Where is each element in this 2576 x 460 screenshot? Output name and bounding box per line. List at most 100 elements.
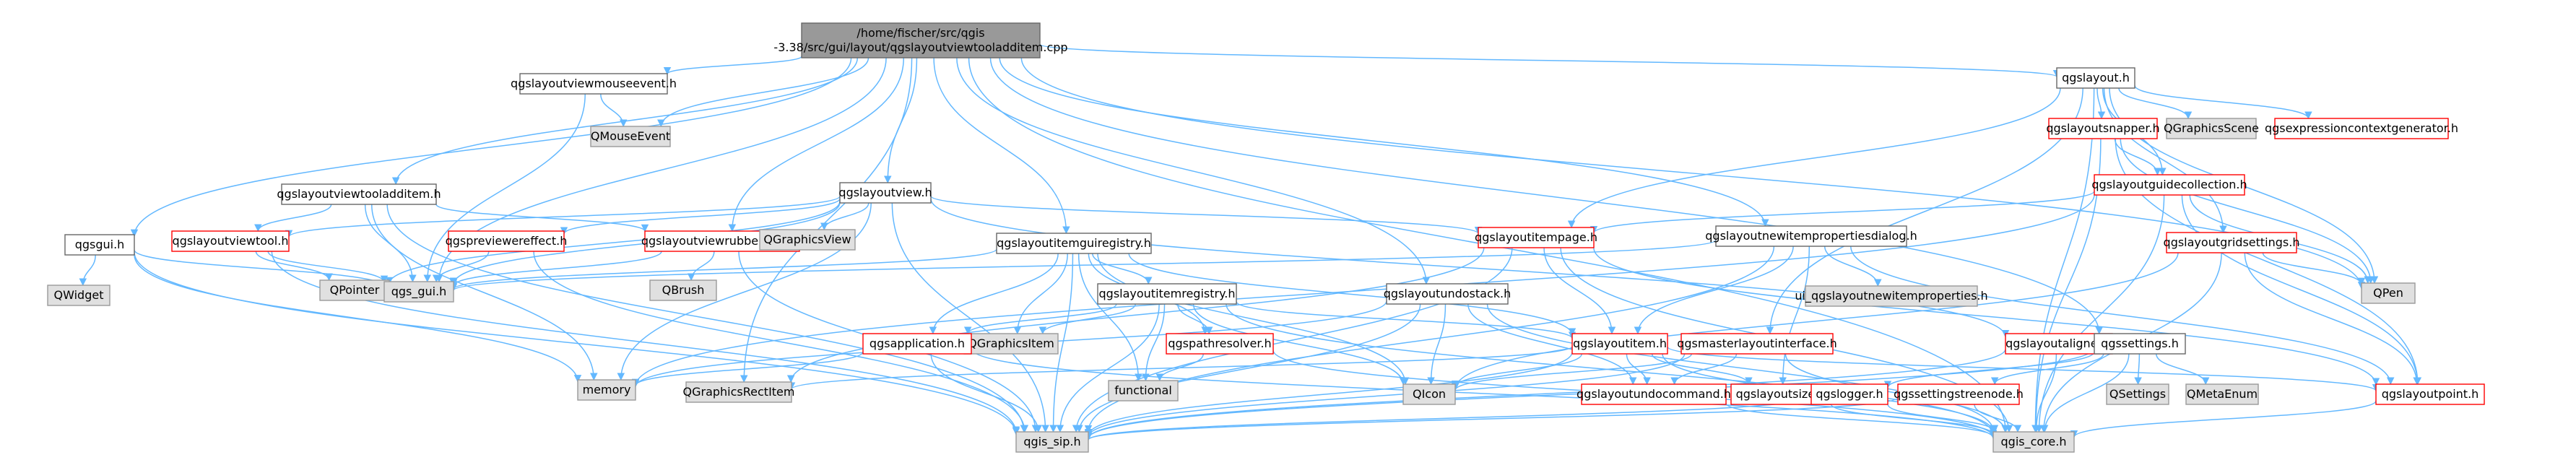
node-layout_h[interactable]: qgslayout.h <box>2056 67 2135 89</box>
node-qgssettings_h[interactable]: qgssettings.h <box>2094 333 2186 355</box>
node-box-previeweffect_h <box>448 230 565 252</box>
edge-settingstreenode_h-to-qgis_core_h <box>1974 404 2022 433</box>
node-label-logger_h-0: qgslogger.h <box>1816 387 1883 401</box>
edge-itemguiregistry_h-to-itemregistry_h <box>1092 253 1153 285</box>
node-label-gridsettings_h-0: qgslayoutgridsettings.h <box>2164 235 2300 249</box>
node-memory[interactable]: memory <box>577 379 636 401</box>
edge-itemguiregistry_h-to-qicon <box>1097 253 1410 386</box>
node-itempage_h[interactable]: qgslayoutitempage.h <box>1475 227 1597 248</box>
edge-layoutitem_h-to-undocommand_h <box>1626 353 1651 386</box>
node-label-root-1: -3.38/src/gui/layout/qgslayoutviewtoolad… <box>773 40 1067 54</box>
node-masterlayout_h[interactable]: qgsmasterlayoutinterface.h <box>1677 333 1837 355</box>
edge-layoutsize_h-to-qgis_core_h <box>1830 403 1998 435</box>
node-itemregistry_h[interactable]: qgslayoutitemregistry.h <box>1097 283 1237 305</box>
node-label-layoutpoint_h-0: qgslayoutpoint.h <box>2382 387 2479 401</box>
node-qgraphicsrectitem[interactable]: QGraphicsRectItem <box>683 381 795 403</box>
node-qgis_core_h[interactable]: qgis_core.h <box>1992 431 2075 453</box>
node-qgraphicsview[interactable]: QGraphicsView <box>759 229 856 251</box>
node-label-undostack_h-0: qgslayoutundostack.h <box>1384 287 1512 300</box>
node-qbrush[interactable]: QBrush <box>649 279 717 301</box>
edge-qgssettings_h-to-logger_h <box>1883 351 2095 389</box>
node-label-root-0: /home/fischer/src/qgis <box>857 26 984 40</box>
edge-guidecollection_h-to-memory <box>631 194 2095 387</box>
node-box-qgraphicsitem <box>963 333 1059 355</box>
edge-itemguiregistry_h-to-functional <box>1077 253 1142 382</box>
edge-newitemprops_h-to-qgs_gui_h <box>450 239 1717 292</box>
edge-logger_h-to-qgis_core_h <box>1887 404 1999 433</box>
edge-root-to-newitemprops_h <box>999 57 1769 227</box>
node-label-layoutitem_h-0: qgslayoutitem.h <box>1573 337 1667 350</box>
edge-aligner_h-to-qgis_sip_h <box>1084 349 2006 440</box>
node-previeweffect_h[interactable]: qgspreviewereffect.h <box>446 230 568 252</box>
node-undostack_h[interactable]: qgslayoutundostack.h <box>1384 283 1512 305</box>
node-newitemprops_h[interactable]: qgslayoutnewitempropertiesdialog.h <box>1705 225 1917 247</box>
node-label-exprctxgen_h-0: qgsexpressioncontextgenerator.h <box>2265 121 2458 135</box>
node-box-snapper_h <box>2048 118 2158 139</box>
node-qwidget[interactable]: QWidget <box>47 285 110 306</box>
node-label-layoutview_h-0: qgslayoutview.h <box>838 186 932 199</box>
node-snapper_h[interactable]: qgslayoutsnapper.h <box>2046 118 2160 139</box>
node-layoutpoint_h[interactable]: qgslayoutpoint.h <box>2375 383 2485 405</box>
node-qpen[interactable]: QPen <box>2361 282 2416 304</box>
edge-newitemprops_h-to-layoutpoint_h <box>1850 246 2395 386</box>
node-qmetaenum[interactable]: QMetaEnum <box>2185 383 2259 405</box>
node-box-pathresolver_h <box>1166 333 1274 355</box>
node-qgis_sip_h[interactable]: qgis_sip.h <box>1015 431 1089 453</box>
edge-itemguiregistry_h-to-qgis_sip_h <box>1049 253 1074 433</box>
edge-root-to-qgsgui_h <box>130 57 852 238</box>
node-exprctxgen_h[interactable]: qgsexpressioncontextgenerator.h <box>2265 118 2458 139</box>
node-layoutitem_h[interactable]: qgslayoutitem.h <box>1571 333 1668 355</box>
node-qsettings[interactable]: QSettings <box>2106 383 2169 405</box>
node-qgraphicsitem[interactable]: QGraphicsItem <box>963 333 1059 355</box>
edge-layout_h-to-qgis_core_h <box>2031 87 2095 433</box>
node-pathresolver_h[interactable]: qgspathresolver.h <box>1166 333 1274 355</box>
node-qicon[interactable]: QIcon <box>1402 383 1456 405</box>
node-label-itempage_h-0: qgslayoutitempage.h <box>1475 230 1597 244</box>
edge-layoutpoint_h-to-qgis_core_h <box>2070 400 2377 438</box>
node-ui_newitemprops[interactable]: ui_qgslayoutnewitemproperties.h <box>1795 285 1988 307</box>
node-qgs_gui_h[interactable]: qgs_gui.h <box>383 281 454 303</box>
node-label-qgraphicsrectitem-0: QGraphicsRectItem <box>683 385 795 399</box>
node-qpointer[interactable]: QPointer <box>319 279 390 301</box>
node-box-layout_h <box>2056 67 2135 89</box>
node-tooladditem_h[interactable]: qgslayoutviewtooladditem.h <box>277 183 441 205</box>
node-functional[interactable]: functional <box>1108 380 1179 402</box>
node-settingstreenode_h[interactable]: qgssettingstreenode.h <box>1894 383 2024 405</box>
node-label-qwidget-0: QWidget <box>54 288 104 302</box>
edge-layer <box>79 43 2421 441</box>
edge-application_h-to-qgis_sip_h <box>930 353 1042 433</box>
node-box-qgsgui_h <box>64 234 135 256</box>
node-undocommand_h[interactable]: qgslayoutundocommand.h <box>1577 383 1731 405</box>
node-application_h[interactable]: qgsapplication.h <box>862 333 972 355</box>
edge-itemregistry_h-to-pathresolver_h <box>1177 303 1213 335</box>
node-qgraphicsscene[interactable]: QGraphicsScene <box>2164 118 2259 139</box>
node-gridsettings_h[interactable]: qgslayoutgridsettings.h <box>2164 232 2300 253</box>
edge-itempage_h-to-qgraphicsrectitem <box>787 247 1485 383</box>
edge-masterlayout_h-to-undocommand_h <box>1670 353 1738 386</box>
edge-itemguiregistry_h-to-layoutitem_h <box>1128 253 1577 336</box>
node-box-exprctxgen_h <box>2274 118 2449 139</box>
node-label-functional-0: functional <box>1114 383 1172 397</box>
node-qmouseevent[interactable]: QMouseEvent <box>590 126 671 147</box>
node-label-newitemprops_h-0: qgslayoutnewitempropertiesdialog.h <box>1705 229 1917 243</box>
edge-root-to-rubberband_h <box>728 57 905 233</box>
node-mouseevent_h[interactable]: qgslayoutviewmouseevent.h <box>511 73 677 95</box>
node-box-memory <box>577 379 636 401</box>
edge-layoutitem_h-to-layoutsize_h <box>1651 353 1753 386</box>
node-itemguiregistry_h[interactable]: qgslayoutitemguiregistry.h <box>996 233 1152 254</box>
edge-itempage_h-to-layoutpoint_h <box>1593 247 2380 386</box>
node-viewtool_h[interactable]: qgslayoutviewtool.h <box>171 230 290 252</box>
node-box-mouseevent_h <box>519 73 668 95</box>
node-root[interactable]: /home/fischer/src/qgis-3.38/src/gui/layo… <box>773 22 1068 58</box>
edge-layoutitem_h-to-qicon <box>1451 353 1582 389</box>
edge-root-to-undostack_h <box>956 57 1431 285</box>
node-box-guidecollection_h <box>2094 174 2245 196</box>
node-guidecollection_h[interactable]: qgslayoutguidecollection.h <box>2091 174 2247 196</box>
edge-guidecollection_h-to-layoutpoint_h <box>2181 194 2421 386</box>
edge-root-to-layout_h <box>1039 43 2060 78</box>
node-qgsgui_h[interactable]: qgsgui.h <box>64 234 135 256</box>
node-logger_h[interactable]: qgslogger.h <box>1810 383 1888 405</box>
node-label-qgraphicsview-0: QGraphicsView <box>763 233 851 246</box>
node-layoutview_h[interactable]: qgslayoutview.h <box>838 182 932 204</box>
